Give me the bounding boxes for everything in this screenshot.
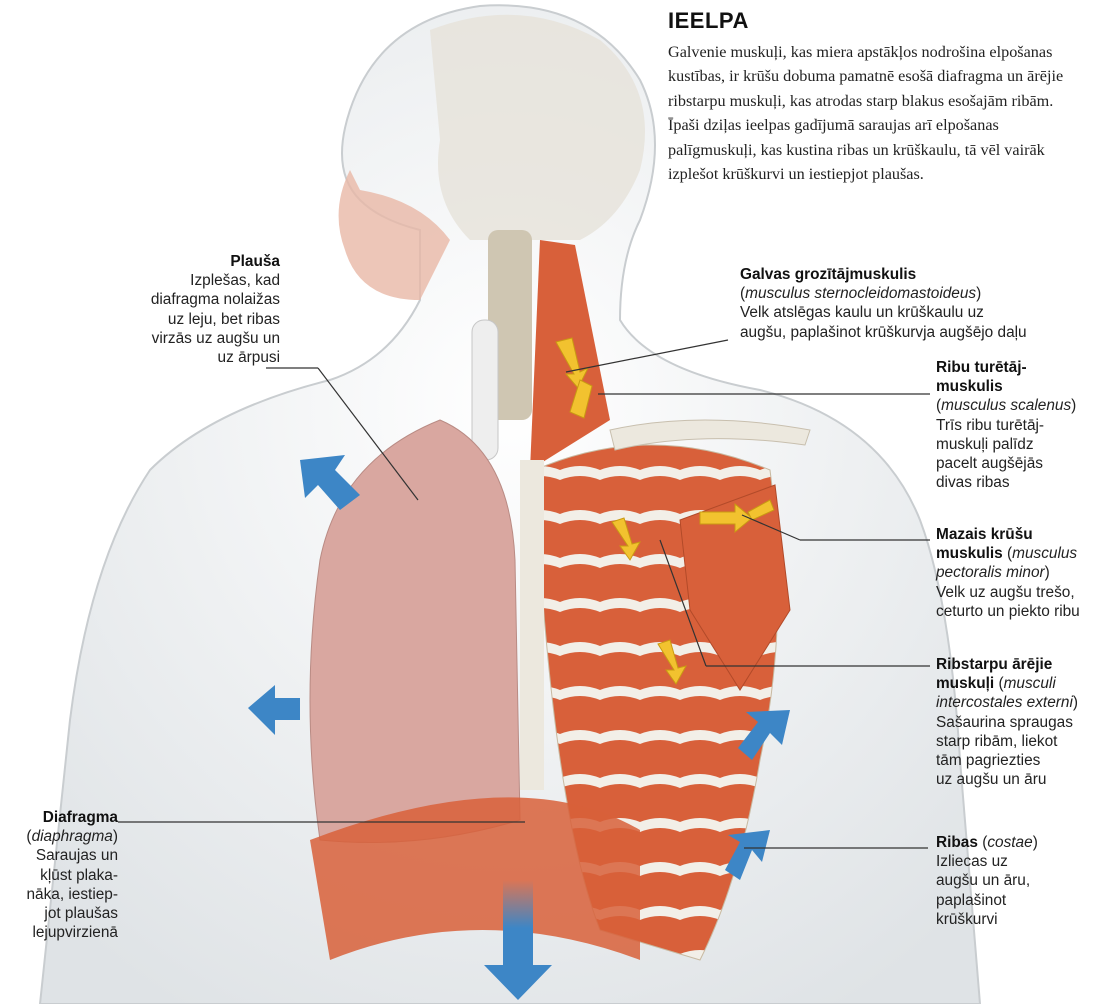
label-ribs-name-row: Ribas (costae) (936, 833, 1094, 852)
label-sternocleido-line: augšu, paplašinot krūškurvja augšējo daļ… (740, 323, 1092, 342)
label-ribs-line: Izliecas uz (936, 852, 1094, 871)
label-diaphragm-line: kļūst plaka- (0, 866, 118, 885)
label-intercostal: Ribstarpu ārējie muskuļi (musculi interc… (936, 655, 1094, 789)
label-scalene-line: muskuļi palīdz (936, 435, 1094, 454)
label-pectoralis: Mazais krūšu muskulis (musculus pectoral… (936, 525, 1094, 621)
label-intercostal-name-2-row: muskuļi (musculi (936, 674, 1094, 693)
label-intercostal-line: Sašaurina spraugas (936, 713, 1094, 732)
label-ribs: Ribas (costae) Izliecas uz augšu un āru,… (936, 833, 1094, 929)
label-sternocleido-line: Velk atslēgas kaulu un krūškaulu uz (740, 303, 1092, 322)
label-lung-name: Plauša (130, 252, 280, 271)
label-scalene-name-1: Ribu turētāj- (936, 358, 1094, 377)
sternum (520, 460, 544, 790)
label-intercostal-line: uz augšu un āru (936, 770, 1094, 789)
label-diaphragm-name: Diafragma (0, 808, 118, 827)
label-sternocleido: Galvas grozītājmuskulis (musculus sterno… (740, 265, 1092, 342)
intro-paragraph: Galvenie muskuļi, kas miera apstākļos no… (668, 40, 1078, 186)
label-pectoralis-line: ceturto un piekto ribu (936, 602, 1094, 621)
label-ribs-line: krūškurvi (936, 910, 1094, 929)
label-sternocleido-name: Galvas grozītājmuskulis (740, 265, 1092, 284)
label-pectoralis-latin-2: pectoralis minor) (936, 563, 1094, 582)
label-diaphragm-line: Saraujas un (0, 846, 118, 865)
trachea (472, 320, 498, 460)
label-scalene-line: divas ribas (936, 473, 1094, 492)
label-scalene: Ribu turētāj- muskulis (musculus scalenu… (936, 358, 1094, 492)
label-scalene-line: pacelt augšējās (936, 454, 1094, 473)
section-title: IEELPA (668, 8, 749, 34)
label-ribs-line: paplašinot (936, 891, 1094, 910)
label-diaphragm-line: nāka, iestiep- (0, 885, 118, 904)
label-diaphragm-line: jot plaušas (0, 904, 118, 923)
label-lung-line: uz ārpusi (130, 348, 280, 367)
label-pectoralis-name-2-row: muskulis (musculus (936, 544, 1094, 563)
label-lung-line: diafragma nolaižas (130, 290, 280, 309)
label-intercostal-line: starp ribām, liekot (936, 732, 1094, 751)
label-diaphragm: Diafragma (diaphragma) Saraujas un kļūst… (0, 808, 118, 942)
label-diaphragm-latin: (diaphragma) (0, 827, 118, 846)
label-scalene-line: Trīs ribu turētāj- (936, 416, 1094, 435)
label-sternocleido-latin: (musculus sternocleidomastoideus) (740, 284, 1092, 303)
label-scalene-name-2: muskulis (936, 377, 1094, 396)
label-intercostal-line: tām pagriezties (936, 751, 1094, 770)
label-diaphragm-line: lejupvirzienā (0, 923, 118, 942)
label-pectoralis-line: Velk uz augšu trešo, (936, 583, 1094, 602)
label-lung: Plauša Izplešas, kad diafragma nolaižas … (130, 252, 280, 367)
label-intercostal-latin-2: intercostales externi) (936, 693, 1094, 712)
label-lung-line: virzās uz augšu un (130, 329, 280, 348)
label-scalene-latin: (musculus scalenus) (936, 396, 1094, 415)
label-lung-line: Izplešas, kad (130, 271, 280, 290)
label-pectoralis-name-1: Mazais krūšu (936, 525, 1094, 544)
label-ribs-line: augšu un āru, (936, 871, 1094, 890)
label-intercostal-name-1: Ribstarpu ārējie (936, 655, 1094, 674)
label-lung-line: uz leju, bet ribas (130, 310, 280, 329)
